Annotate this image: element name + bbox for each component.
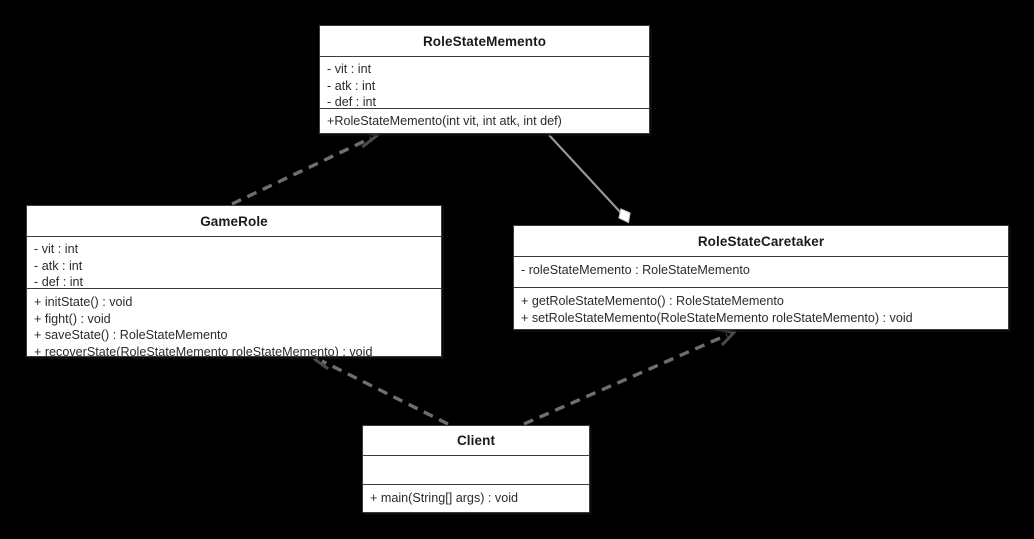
- solid-line: [548, 134, 623, 215]
- class-box-client[interactable]: Client + main(String[] args) : void: [362, 425, 590, 513]
- attribute-row: - def : int: [327, 95, 376, 108]
- class-title-role-state-memento: RoleStateMemento: [422, 33, 547, 49]
- attribute-row: - vit : int: [327, 62, 372, 76]
- method-row: + main(String[] args) : void: [370, 491, 519, 505]
- attributes-compartment: - roleStateMemento : RoleStateMemento: [514, 256, 1008, 287]
- method-row: + fight() : void: [34, 311, 111, 326]
- attribute-row: - atk : int: [327, 78, 376, 93]
- methods-compartment: + getRoleStateMemento() : RoleStateMemen…: [514, 287, 1008, 331]
- attribute-row: - vit : int: [34, 242, 79, 256]
- class-title-role-state-caretaker: RoleStateCaretaker: [697, 233, 825, 249]
- hollow-diamond-icon: [618, 208, 631, 224]
- method-row: + recoverState(RoleStateMemento roleStat…: [34, 344, 373, 359]
- class-box-game-role[interactable]: GameRole - vit : int - atk : int - def :…: [26, 205, 442, 358]
- attribute-row: - atk : int: [34, 258, 83, 273]
- method-row: + getRoleStateMemento() : RoleStateMemen…: [521, 294, 784, 308]
- edge-client-uses-caretaker: [523, 327, 737, 426]
- methods-compartment: + main(String[] args) : void: [363, 484, 589, 512]
- attributes-compartment: [363, 455, 589, 484]
- class-box-role-state-caretaker[interactable]: RoleStateCaretaker - roleStateMemento : …: [513, 225, 1009, 330]
- attributes-compartment: - vit : int - atk : int - def : int: [320, 56, 649, 108]
- edge-gamerole-uses-memento: [231, 128, 381, 206]
- class-title-game-role: GameRole: [200, 213, 268, 229]
- method-row: + saveState() : RoleStateMemento: [34, 328, 228, 342]
- dashed-line: [231, 136, 372, 206]
- class-box-role-state-memento[interactable]: RoleStateMemento - vit : int - atk : int…: [319, 25, 650, 134]
- attribute-row: - roleStateMemento : RoleStateMemento: [521, 263, 750, 277]
- method-row: +RoleStateMemento(int vit, int atk, int …: [327, 114, 562, 128]
- attribute-row: - def : int: [34, 275, 83, 288]
- dashed-line: [321, 359, 449, 426]
- class-title-client: Client: [456, 433, 496, 448]
- methods-compartment: + initState() : void + fight() : void + …: [27, 288, 441, 358]
- dashed-line: [523, 333, 728, 426]
- open-arrowhead-icon: [716, 327, 737, 347]
- edge-caretaker-aggregates-memento: [548, 134, 631, 224]
- method-row: + initState() : void: [34, 295, 133, 309]
- edge-client-uses-gamerole: [312, 348, 449, 426]
- attributes-compartment: - vit : int - atk : int - def : int: [27, 236, 441, 288]
- method-row: + setRoleStateMemento(RoleStateMemento r…: [521, 310, 913, 325]
- methods-compartment: +RoleStateMemento(int vit, int atk, int …: [320, 108, 649, 135]
